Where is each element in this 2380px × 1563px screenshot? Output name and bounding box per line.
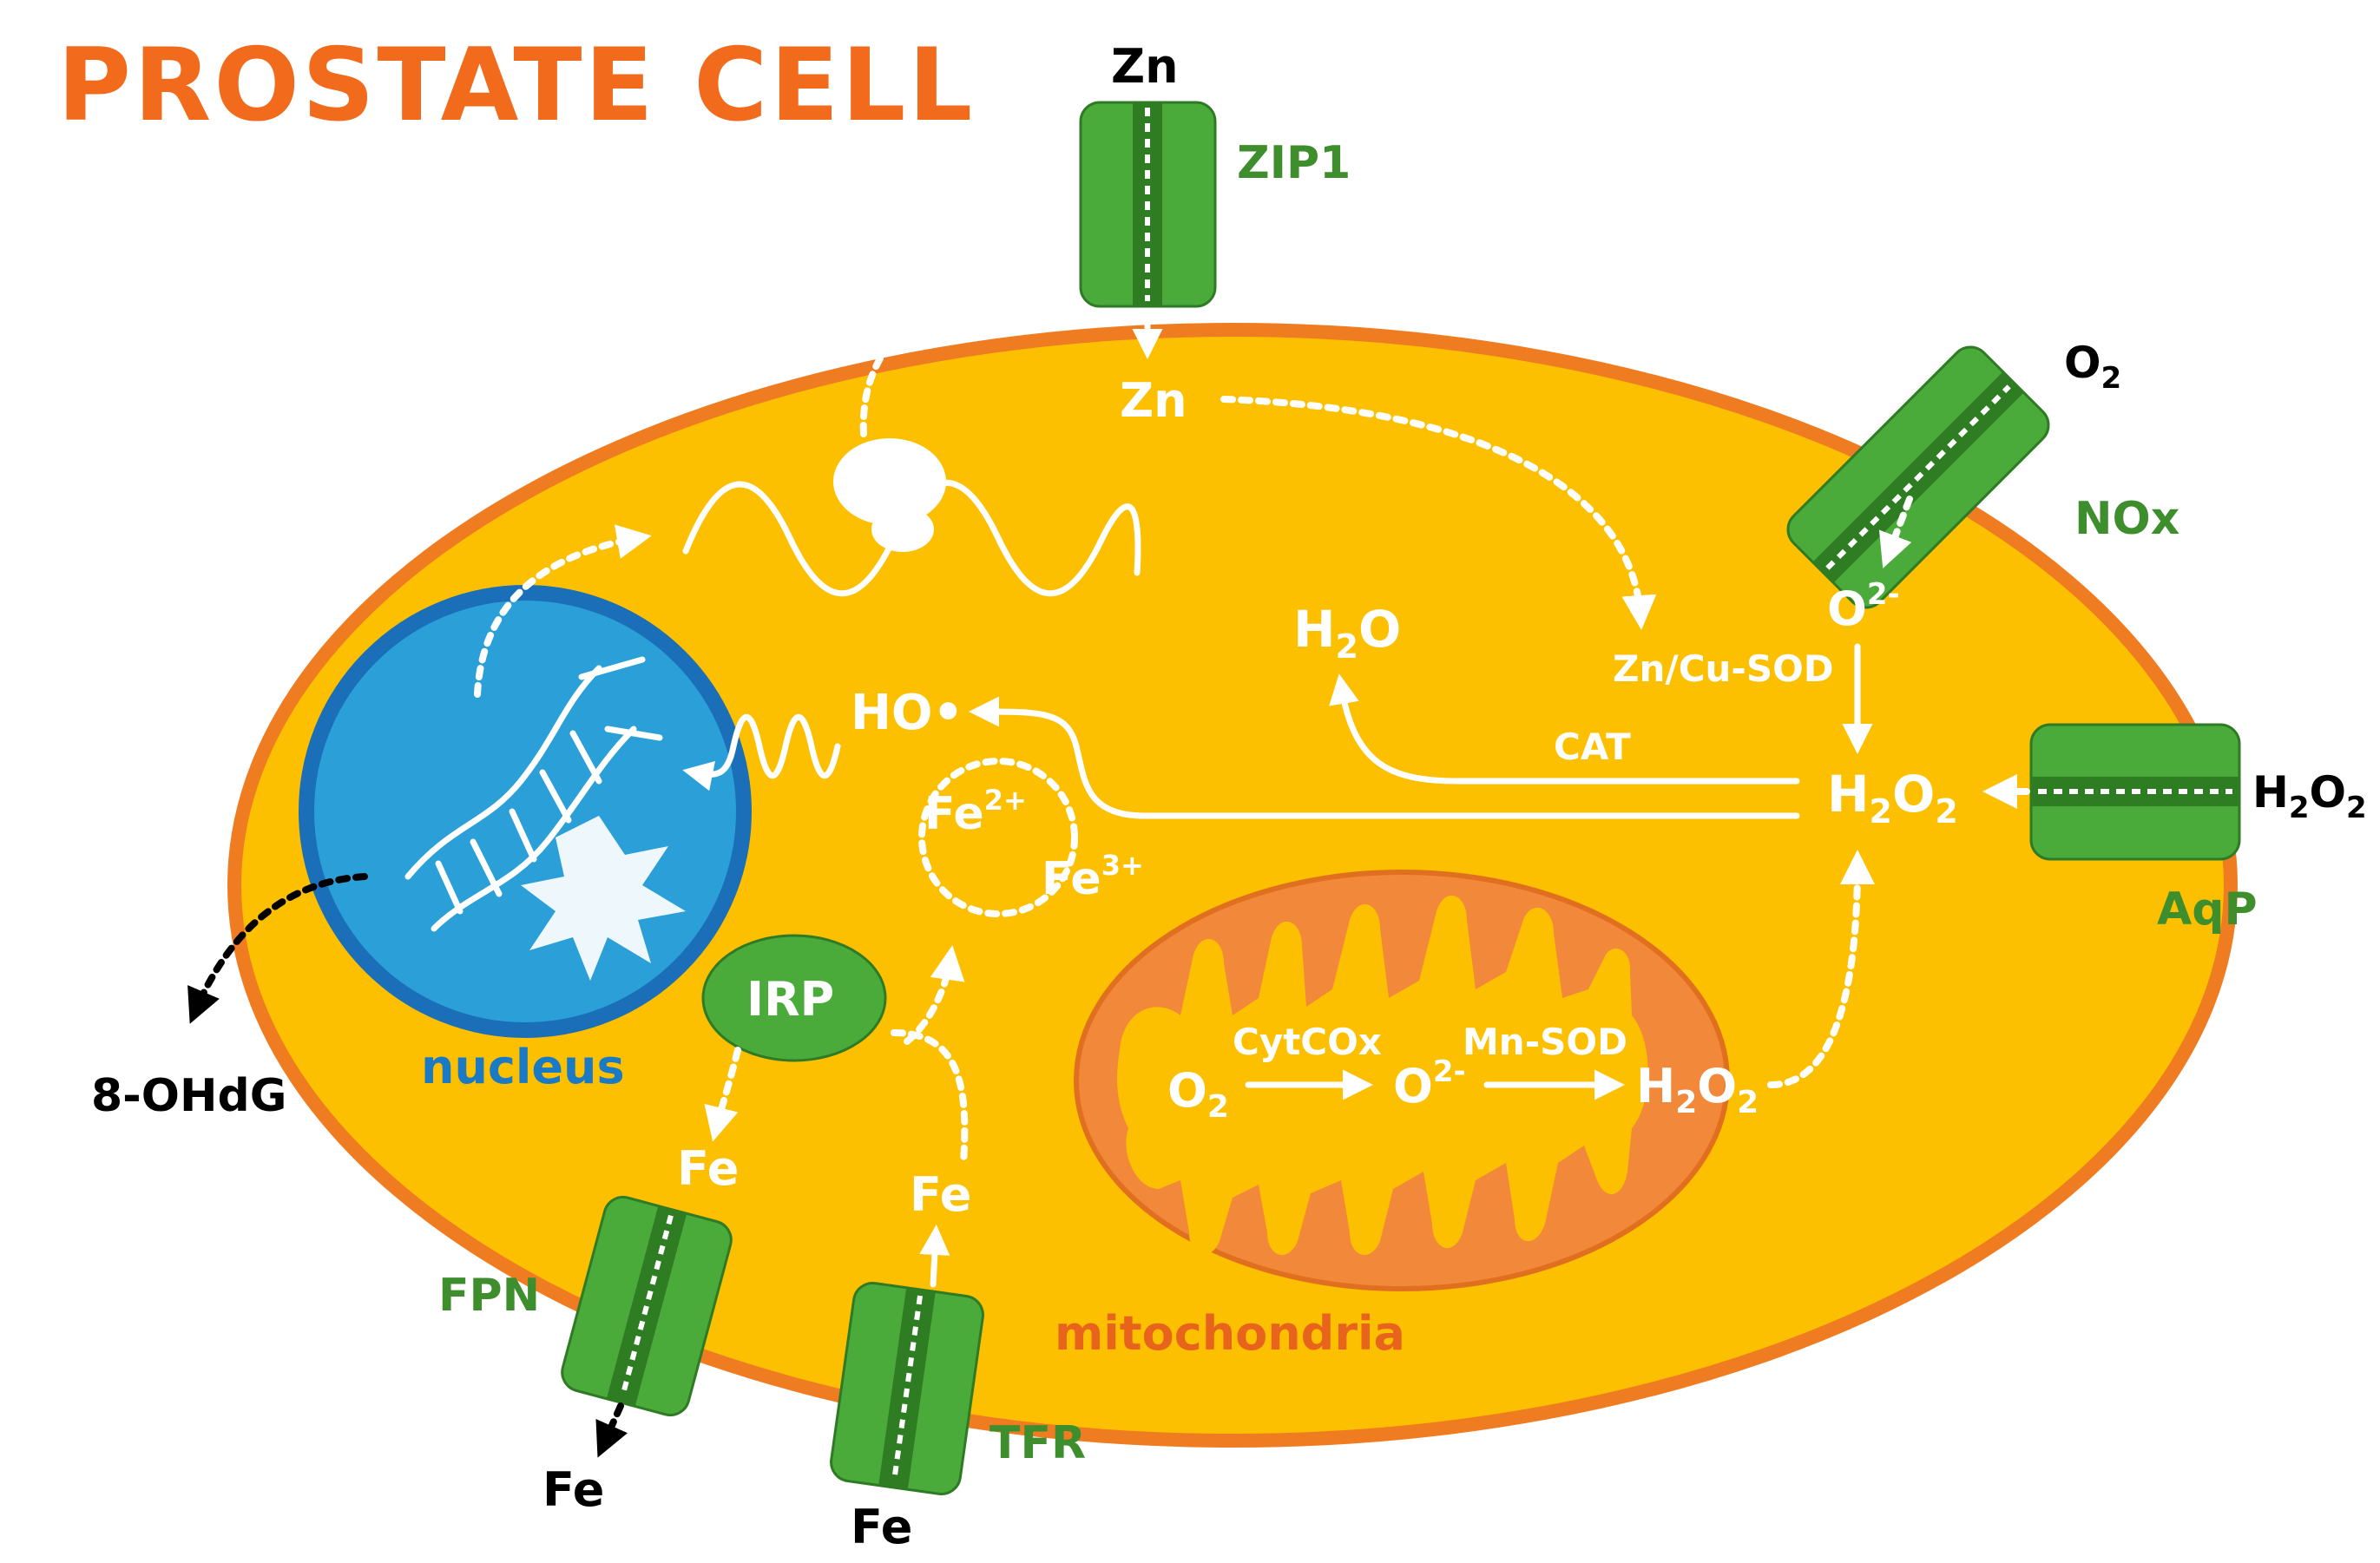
zip1-outside-zn: Zn — [1111, 39, 1179, 94]
nucleus — [299, 585, 752, 1038]
fenton-arrow — [969, 696, 1800, 819]
8-ohdg-label: 8-OHdG — [91, 1070, 286, 1122]
tfr-import-arrow — [919, 1225, 950, 1288]
mito-h2o2-label: H2O2 — [1636, 1059, 1759, 1120]
dna-helix-icon — [404, 656, 663, 932]
nucleus-envelope — [299, 585, 752, 1038]
zn-cu-sod-label: Zn/Cu-SOD — [1613, 647, 1834, 690]
cytosol-h2o2-label: H2O2 — [1827, 765, 1958, 831]
tfr-outside-fe: Fe — [851, 1500, 912, 1554]
ribosome-small-subunit-icon — [871, 507, 934, 552]
aqp-outside-h2o2: H2O2 — [2252, 767, 2367, 825]
irp-to-fpn-arrow — [704, 1047, 741, 1142]
cytosol-superoxide-label: O2- — [1827, 577, 1900, 636]
fpn-inside-fe: Fe — [677, 1141, 739, 1196]
mrna-translation — [682, 438, 1141, 597]
mitochondria — [1074, 870, 1730, 1291]
cytcox-label: CytCOx — [1233, 1021, 1382, 1063]
fenton-cycle — [918, 758, 1078, 917]
fpn-outside-fe: Fe — [542, 1462, 604, 1517]
hydroxyl-dna-attack-arrow — [682, 714, 841, 791]
ribosome-large-subunit-icon — [833, 438, 946, 525]
dna-to-8ohdg-arrow — [187, 873, 368, 1024]
tfr-inside-fe: Fe — [910, 1167, 971, 1222]
cat-label: CAT — [1554, 726, 1631, 768]
fpn-label: FPN — [438, 1270, 540, 1322]
nucleus-label: nucleus — [421, 1040, 625, 1094]
fe3-label: Fe3+ — [1042, 849, 1144, 905]
mitochondria-label: mitochondria — [1055, 1306, 1405, 1361]
irp-label: IRP — [746, 972, 834, 1027]
mnsod-label: Mn-SOD — [1463, 1021, 1627, 1063]
mito-superoxide-label: O2- — [1393, 1054, 1466, 1113]
tfr-label: TFR — [989, 1417, 1086, 1469]
translation-to-zip1-arrow — [859, 266, 1047, 437]
aqp-label: AqP — [2157, 883, 2258, 936]
nox-transporter — [1786, 345, 2050, 609]
cell-membrane — [227, 323, 2238, 1448]
irp-to-tfr-arrow — [891, 1029, 969, 1166]
fe2-label: Fe2+ — [924, 784, 1027, 840]
irp-to-fenton-arrow — [904, 945, 965, 1045]
tfr-transporter — [830, 1282, 984, 1495]
mito-h2o2-to-cytosol-arrow — [1767, 850, 1875, 1088]
dna-damage-burst-icon — [521, 816, 686, 981]
cytosol-zn-label: Zn — [1120, 373, 1187, 428]
catalase-arrow — [1329, 673, 1800, 785]
diagram-title: PROSTATE CELL — [57, 27, 975, 144]
nucleus-to-mrna-arrow — [474, 524, 652, 698]
aqp-transporter — [2029, 723, 2241, 861]
fpn-transporter — [561, 1195, 733, 1417]
zn-to-sod-arrow — [1220, 396, 1657, 630]
fpn-export-arrow — [595, 1402, 628, 1458]
hydroxyl-radical-label: HO• — [851, 685, 963, 741]
irp-protein — [701, 934, 887, 1062]
nox-outside-o2: O2 — [2064, 338, 2121, 396]
zip1-transporter — [1079, 101, 1217, 308]
nox-label: NOx — [2074, 493, 2179, 545]
h2o-label: H2O — [1293, 600, 1401, 666]
zip1-label: ZIP1 — [1237, 137, 1351, 189]
mito-o2-label: O2 — [1167, 1063, 1229, 1125]
nox-superoxide-arrow — [1878, 496, 1913, 568]
mitochondria-cristae — [1117, 895, 1648, 1256]
